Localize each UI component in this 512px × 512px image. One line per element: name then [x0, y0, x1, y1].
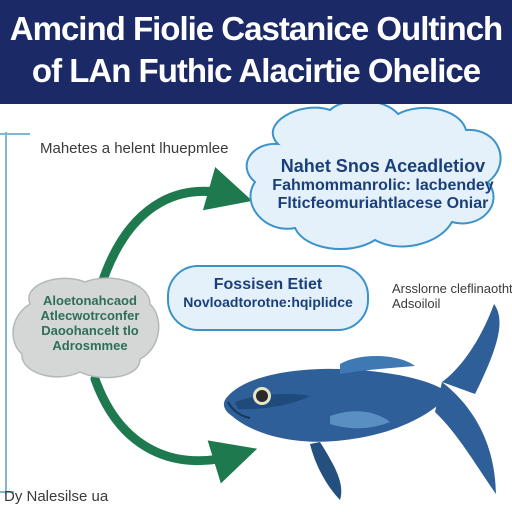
diagram-shapes: [0, 104, 502, 500]
title-banner: Amcind Fiolie Castanice Oultinch of LAn …: [0, 0, 512, 104]
pill-line-1: Fossisen Etiet: [213, 276, 323, 293]
left-rail: [0, 132, 30, 494]
cloud-line-2: Fahmommanrolic: lacbendey: [272, 176, 494, 194]
bottom-caption: Dy Nalesilse ua: [4, 488, 109, 505]
pill-bubble: [167, 265, 369, 331]
blob-line-4: Adrosmmee: [52, 337, 128, 353]
diagram-canvas: Mahetes a helent lhuepmlee Nahet Snos Ac…: [0, 104, 512, 512]
gray-blob-text: Aloetonahcaod Atlecwotrconfer Daoohancel…: [22, 293, 158, 354]
cloud-line-1: Nahet Snos Aceadletiov: [280, 156, 486, 176]
cloud-line-3: Flticfeomuriahtlacese Oniar: [277, 195, 489, 213]
cloud-bubble: [245, 104, 502, 251]
top-caption: Mahetes a helent lhuepmlee: [40, 140, 229, 157]
title-line-2: of LAn Futhic Alacirtie Ohelice: [31, 52, 481, 89]
blob-line-3: Daoohancelt tlo: [41, 322, 139, 338]
fish-illustration: [223, 304, 500, 500]
arrow-up-to-cloud: [95, 167, 253, 294]
cloud-text: Nahet Snos Aceadletiov Fahmommanrolic: l…: [268, 156, 498, 213]
gray-blob: [12, 277, 160, 379]
arrow-down-to-fish: [90, 374, 258, 484]
title-line-1: Amcind Fiolie Castanice Oultinch: [9, 10, 503, 47]
side-label-line-2: Adsoiloil: [392, 295, 441, 311]
side-label: Arsslorne cleflinaotht Adsoiloil: [392, 281, 512, 312]
side-label-line-1: Arsslorne cleflinaotht: [392, 281, 512, 296]
blob-line-2: Atlecwotrconfer: [40, 307, 140, 323]
pill-text: Fossisen Etiet Novloadtorotne:hqiplidce: [168, 276, 368, 310]
blob-line-1: Aloetonahcaod: [43, 293, 137, 308]
pill-line-2: Novloadtorotne:hqiplidce: [183, 294, 353, 311]
